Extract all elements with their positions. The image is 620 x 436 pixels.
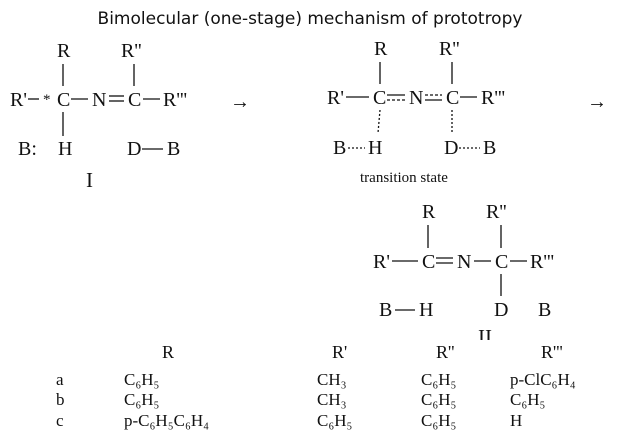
reactant-C2: C [128, 89, 141, 111]
table-row-a-R2: C₆H₅ [421, 370, 457, 389]
reaction-arrow-2: → [587, 91, 607, 113]
ts-N: N [409, 87, 423, 109]
table-row-b-R: C₆H₅ [124, 390, 160, 409]
ts-B2: B [483, 137, 496, 159]
reaction-arrow-1: → [230, 91, 250, 113]
product-II: R R'' R' C N C R''' B H D B II [373, 201, 554, 340]
table-header-R2: R'' [436, 342, 455, 362]
table-row-c-R3: H [510, 411, 523, 430]
product-BH-B: B [379, 299, 392, 321]
reactant-R3: R''' [163, 89, 187, 111]
table-row-b-R2: C₆H₅ [421, 390, 457, 409]
ts-R3: R''' [481, 87, 505, 109]
reactant-H: H [58, 138, 72, 160]
product-D: D [494, 299, 508, 321]
product-C2: C [495, 251, 508, 273]
reactant-base: B: [18, 138, 37, 160]
product-N: N [457, 251, 471, 273]
reactant-D: D [127, 138, 141, 160]
product-R: R [422, 201, 436, 223]
table-row-a-id: a [56, 370, 64, 389]
ts-caption: transition state [360, 170, 448, 186]
reactant-I: R R'' R' * C N C R''' B: H D B I [10, 40, 187, 192]
product-R2: R'' [486, 201, 507, 223]
product-B: B [538, 299, 551, 321]
reactant-R1: R' [10, 89, 27, 111]
table-row-a-R3: p-ClC₆H₄ [510, 370, 576, 389]
table-row-a-R1: CH₃ [317, 370, 347, 389]
ts-R1: R' [327, 87, 344, 109]
ts-C2: C [446, 87, 459, 109]
table-row-c-R1: C₆H₅ [317, 411, 353, 430]
reactant-C1: C [57, 89, 70, 111]
reactant-label: I [86, 168, 93, 192]
table-row-c-R2: C₆H₅ [421, 411, 457, 430]
ts-D: D [444, 137, 458, 159]
table-row-b-id: b [56, 390, 65, 409]
ts-H: H [368, 137, 382, 159]
reaction-scheme: R R'' R' * C N C R''' B: H D B I [10, 38, 607, 340]
product-R1: R' [373, 251, 390, 273]
ts-R: R [374, 38, 388, 60]
reactant-B: B [167, 138, 180, 160]
table-row-b-R3: C₆H₅ [510, 390, 546, 409]
transition-state: R R'' R' C N C R''' B H D B transition s… [327, 38, 505, 186]
product-R3: R''' [530, 251, 554, 273]
reactant-N: N [92, 89, 106, 111]
ts-B1: B [333, 137, 346, 159]
table-header-R3: R''' [541, 342, 563, 362]
product-C1: C [422, 251, 435, 273]
ts-C1: C [373, 87, 386, 109]
figure-title: Bimolecular (one-stage) mechanism of pro… [97, 9, 523, 29]
product-label: II [478, 325, 492, 340]
table-header-R1: R' [332, 342, 348, 362]
table-row-c-id: c [56, 411, 64, 430]
ts-R2: R'' [439, 38, 460, 60]
reactant-R2: R'' [121, 40, 142, 62]
product-BH-H: H [419, 299, 433, 321]
table-header-R: R [162, 342, 175, 362]
table-row-a-R: C₆H₅ [124, 370, 160, 389]
reactant-R: R [57, 40, 71, 62]
table-row-b-R1: CH₃ [317, 390, 347, 409]
reactant-chiral-star: * [43, 92, 51, 108]
table-row-c-R: p-C₆H₅C₆H₄ [124, 411, 210, 430]
